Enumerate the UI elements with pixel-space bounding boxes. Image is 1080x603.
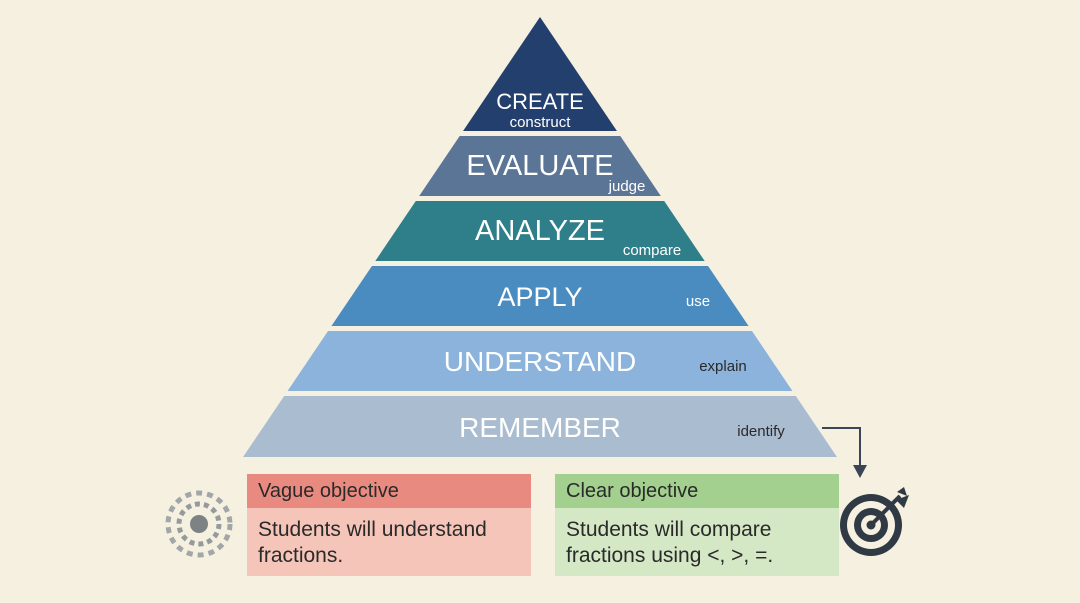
pyramid-tier-shape — [331, 266, 749, 326]
pyramid-tier-shape — [419, 136, 661, 196]
vague-objective-text: Students will understand fractions. — [247, 508, 531, 576]
pyramid-tier-title: UNDERSTAND — [444, 346, 636, 377]
pyramid-tier-shape — [287, 331, 793, 391]
pyramid-tier-verb: use — [686, 293, 710, 310]
pyramid-tier-understand: UNDERSTAND explain — [287, 331, 793, 391]
pyramid-tier-title: REMEMBER — [459, 412, 621, 443]
vague-objective-line1: Students will understand — [258, 518, 487, 541]
pyramid-tier-shape — [375, 201, 705, 261]
pyramid-tier-verb: compare — [623, 242, 681, 259]
target-with-arrow-icon — [840, 487, 909, 556]
pyramid-tier-verb: construct — [510, 114, 572, 131]
clear-objective-card: Clear objective Students will compare fr… — [555, 474, 839, 576]
pyramid-tier-verb: identify — [737, 423, 785, 440]
pyramid-tier-verb: explain — [699, 358, 747, 375]
pyramid-tier-apply: APPLY use — [331, 266, 749, 326]
vague-objective-heading: Vague objective — [247, 474, 531, 508]
pyramid-tier-title: CREATE — [496, 89, 584, 114]
clear-objective-line2: fractions using <, >, =. — [566, 544, 774, 567]
vague-objective-line2: fractions. — [258, 544, 344, 567]
pyramid-tiers: CREATEconstructEVALUATEjudgeANALYZEcompa… — [243, 17, 837, 457]
pyramid-tier-analyze: ANALYZE compare — [375, 201, 705, 261]
clear-objective-text: Students will compare fractions using <,… — [555, 508, 839, 576]
vague-objective-card: Vague objective Students will understand… — [247, 474, 531, 576]
pyramid-tier-title: APPLY — [497, 282, 582, 312]
pyramid-tier-verb: judge — [608, 178, 646, 195]
pyramid-tier-shape — [243, 396, 837, 457]
pyramid-tier-shape — [463, 17, 617, 131]
blurry-target-icon — [165, 490, 233, 558]
pyramid-tier-title: EVALUATE — [466, 150, 613, 182]
pyramid-tier-title: ANALYZE — [475, 215, 605, 247]
clear-objective-heading: Clear objective — [555, 474, 839, 508]
clear-objective-line1: Students will compare — [566, 518, 772, 541]
down-arrow-connector — [822, 427, 867, 478]
pyramid-tier-remember: REMEMBER identify — [243, 396, 837, 457]
